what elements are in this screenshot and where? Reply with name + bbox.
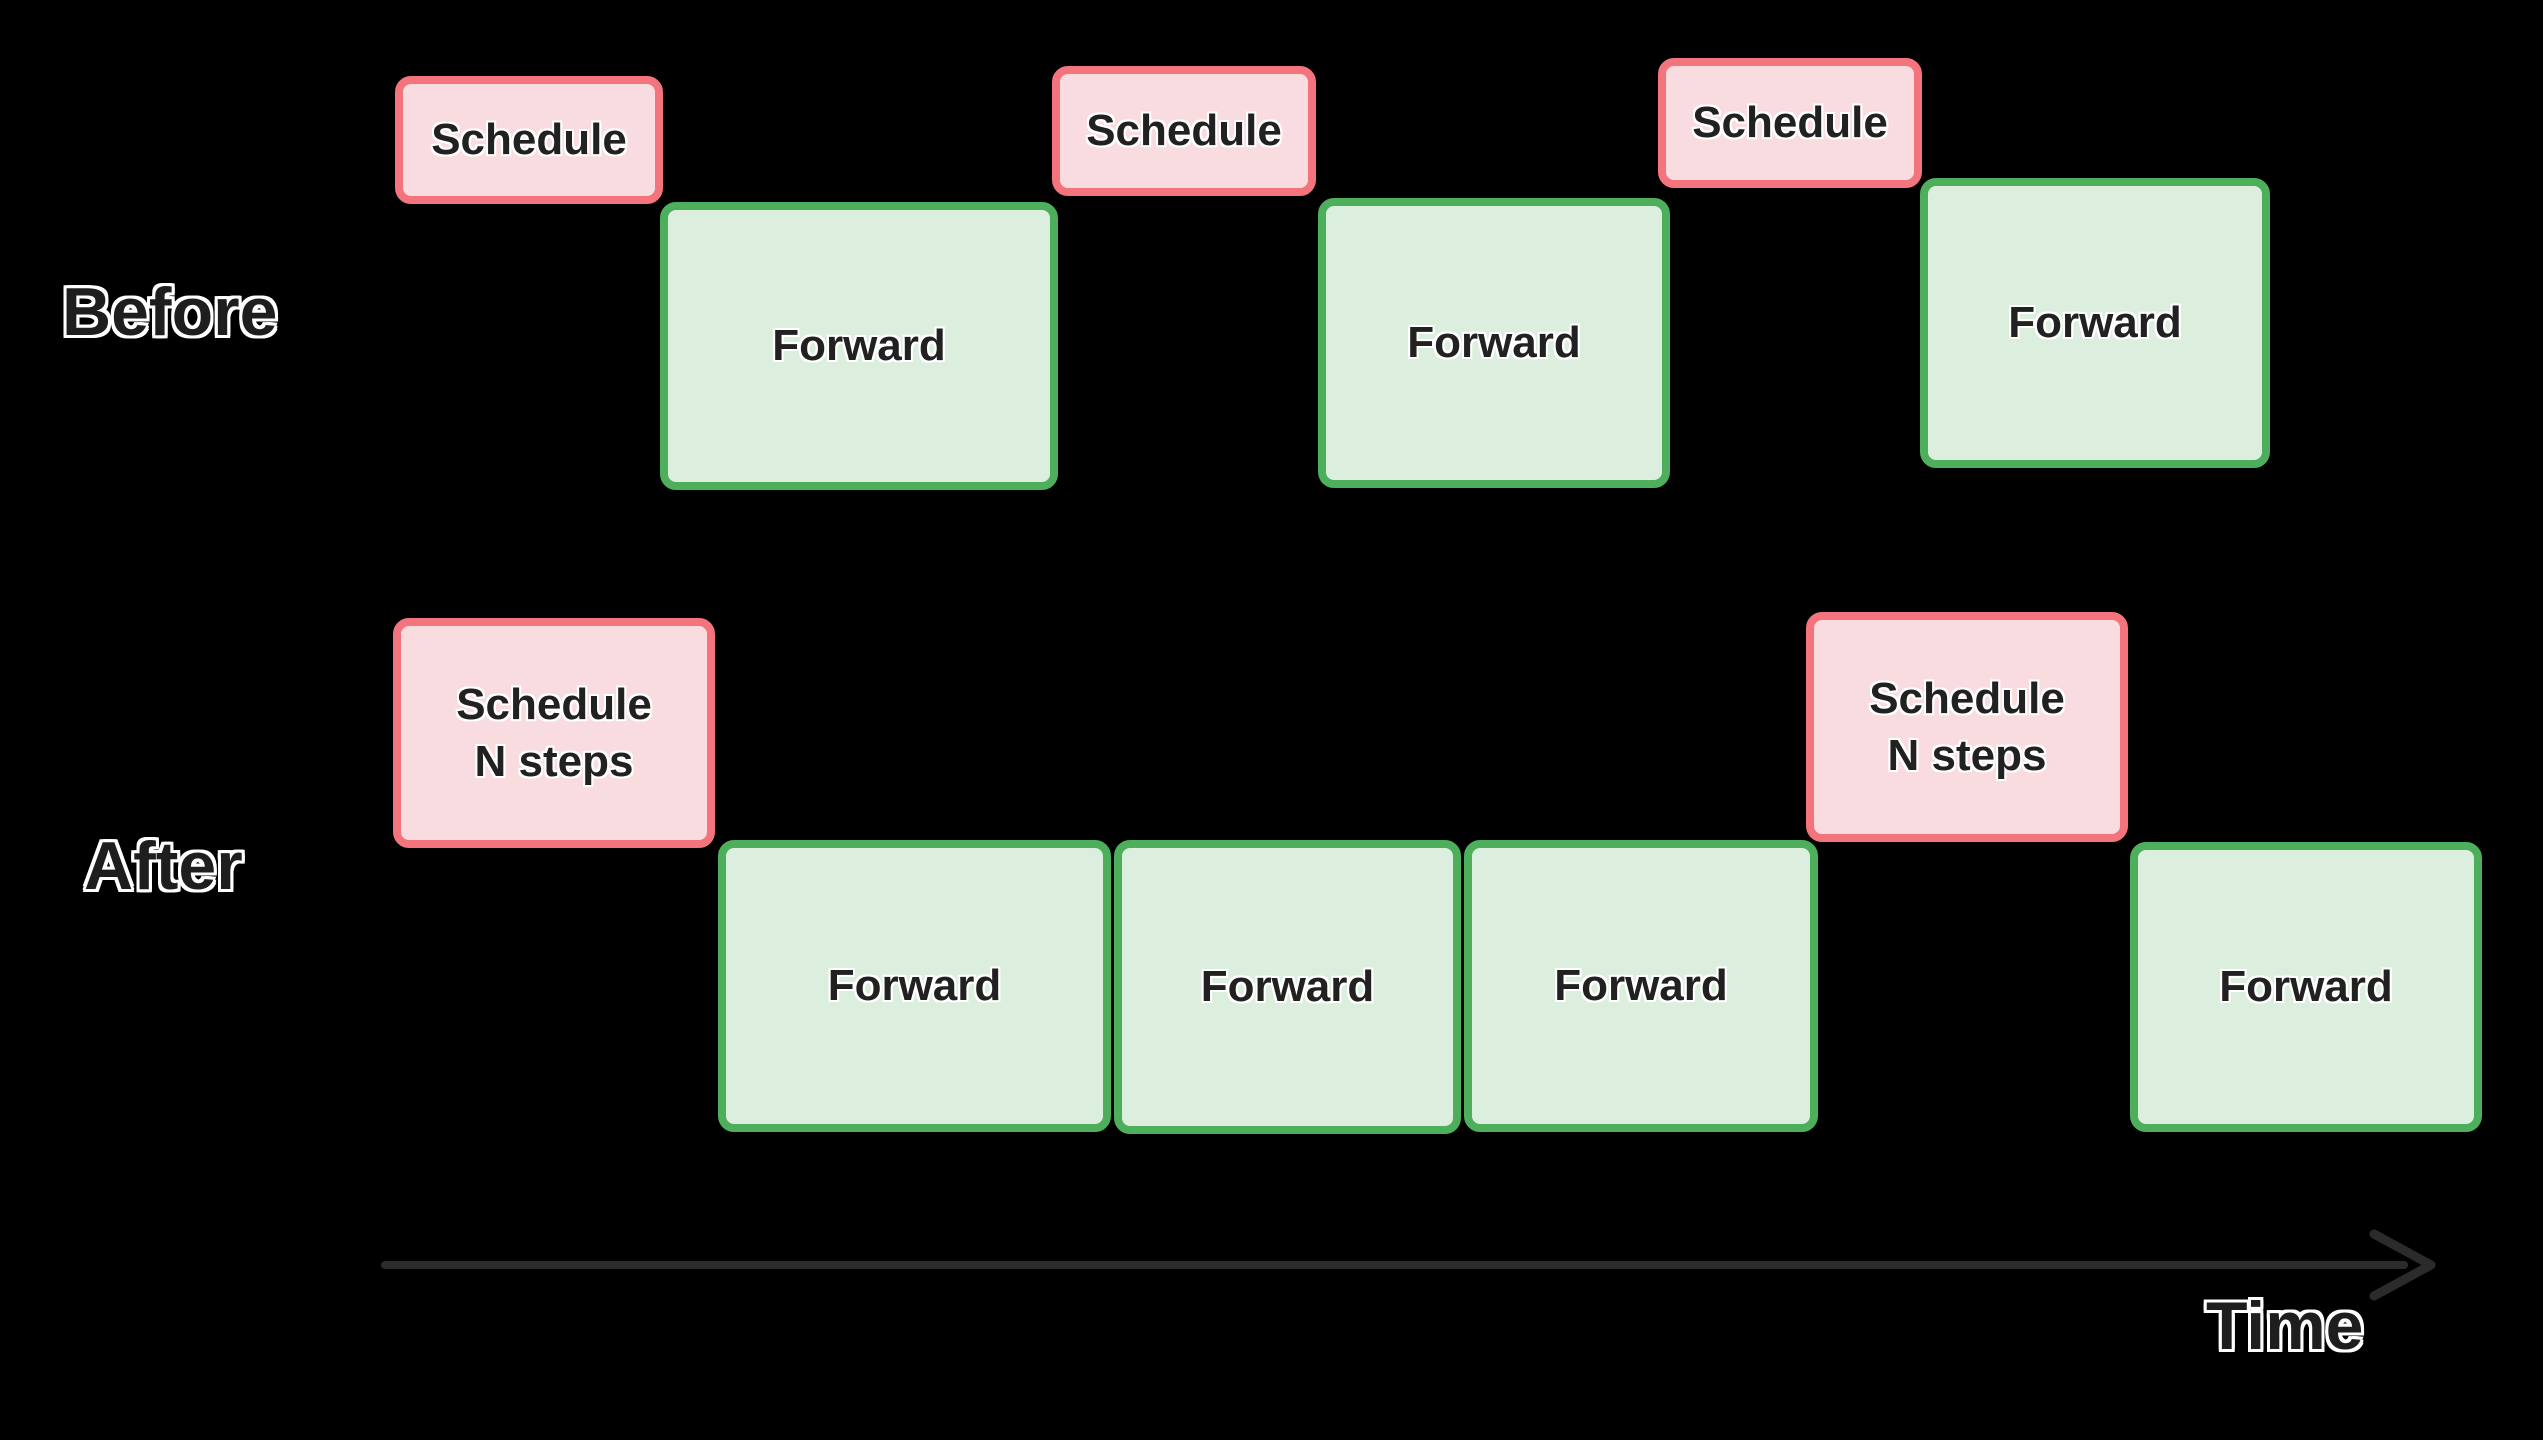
forward-label: Forward — [2008, 298, 2182, 348]
schedule-label: Schedule — [1086, 106, 1282, 156]
row-label-after: After — [84, 828, 243, 904]
forward-block: Forward — [1318, 198, 1670, 488]
schedule-n-steps-label: Schedule N steps — [1869, 670, 2065, 784]
row-label-before: Before — [62, 274, 278, 350]
schedule-block: Schedule — [1052, 66, 1316, 196]
forward-label: Forward — [1554, 961, 1728, 1011]
schedule-label-line: Schedule — [1869, 673, 2065, 723]
forward-block: Forward — [660, 202, 1058, 490]
schedule-n-steps-block: Schedule N steps — [393, 618, 715, 848]
forward-block: Forward — [1464, 840, 1818, 1132]
schedule-label-line: N steps — [1887, 731, 2047, 780]
schedule-n-steps-block: Schedule N steps — [1806, 612, 2128, 842]
schedule-block: Schedule — [395, 76, 663, 204]
forward-block: Forward — [1114, 840, 1461, 1134]
time-axis-label: Time — [2206, 1288, 2364, 1364]
schedule-label-line: N steps — [474, 737, 634, 786]
forward-block: Forward — [2130, 842, 2482, 1132]
schedule-n-steps-label: Schedule N steps — [456, 676, 652, 790]
forward-block: Forward — [1920, 178, 2270, 468]
forward-block: Forward — [718, 840, 1111, 1132]
forward-label: Forward — [827, 961, 1002, 1011]
schedule-label-line: Schedule — [456, 679, 652, 729]
forward-label: Forward — [772, 321, 946, 371]
schedule-block: Schedule — [1658, 58, 1922, 188]
schedule-label: Schedule — [1692, 98, 1888, 148]
forward-label: Forward — [2219, 962, 2393, 1012]
forward-label: Forward — [1200, 962, 1375, 1012]
forward-label: Forward — [1407, 318, 1581, 368]
schedule-label: Schedule — [431, 115, 627, 165]
